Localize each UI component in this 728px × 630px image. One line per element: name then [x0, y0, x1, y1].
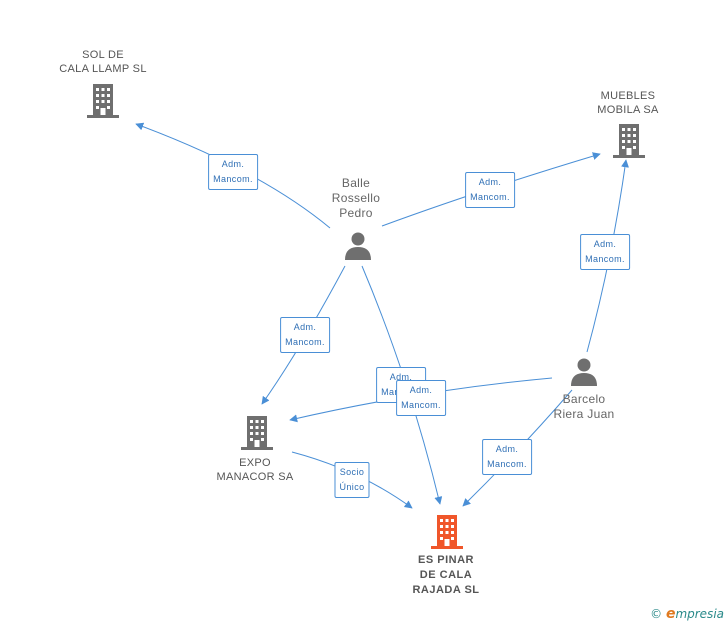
label-line: ES PINAR — [418, 554, 474, 566]
node-balle-rossello-label[interactable]: Balle Rossello Pedro — [332, 176, 380, 221]
edge-label-line: Mancom. — [487, 459, 527, 469]
edge-label-line: Mancom. — [213, 174, 253, 184]
person-icon — [571, 358, 597, 386]
edge-label-line: Adm. — [293, 322, 317, 332]
node-sol-de-cala-llamp-label[interactable]: SOL DE CALA LLAMP SL — [59, 48, 146, 76]
building-icon — [87, 84, 119, 118]
person-icon — [345, 232, 371, 260]
label-line: MUEBLES — [600, 90, 656, 102]
edge-label-barcelo-to-muebles[interactable]: Adm. Mancom. — [580, 234, 630, 270]
label-line: Pedro — [339, 206, 373, 220]
copyright-icon: © — [650, 607, 663, 621]
edge-label-barcelo-to-pinar[interactable]: Adm. Mancom. — [482, 439, 532, 475]
label-line: DE CALA — [419, 569, 473, 581]
edge-label-line: Mancom. — [470, 192, 510, 202]
label-line: MOBILA SA — [597, 104, 659, 116]
label-line: Balle — [341, 176, 371, 190]
node-barcelo-riera-label[interactable]: Barcelo Riera Juan — [553, 392, 614, 422]
edge-label-line: Único — [339, 482, 365, 492]
label-line: Rossello — [331, 191, 381, 205]
edge-label-line: Adm. — [495, 444, 519, 454]
building-icon — [613, 124, 645, 158]
node-es-pinar-label[interactable]: ES PINAR DE CALA RAJADA SL — [412, 553, 479, 598]
edge-label-line: Adm. — [221, 159, 245, 169]
edge-label-line: Socio — [339, 467, 365, 477]
label-line: Barcelo — [562, 392, 606, 406]
edge-label-balle-to-muebles[interactable]: Adm. Mancom. — [465, 172, 515, 208]
edge-label-line: Mancom. — [401, 400, 441, 410]
edge-label-line: Adm. — [593, 239, 617, 249]
edge-label-balle-to-sol[interactable]: Adm. Mancom. — [208, 154, 258, 190]
edge-label-line: Adm. — [389, 372, 413, 382]
node-muebles-mobila-label[interactable]: MUEBLES MOBILA SA — [597, 89, 658, 117]
edge-label-line: Mancom. — [585, 254, 625, 264]
label-line: Riera Juan — [553, 407, 615, 421]
label-line: SOL DE — [82, 49, 124, 61]
edge-label-line: Mancom. — [285, 337, 325, 347]
label-line: CALA LLAMP SL — [59, 63, 147, 75]
edge-label-expo-to-pinar[interactable]: Socio Único — [334, 462, 370, 498]
label-line: RAJADA SL — [412, 584, 480, 596]
building-icon — [241, 416, 273, 450]
brand-logo: empresia — [665, 606, 724, 622]
edge-label-barcelo-to-expo[interactable]: Adm. Mancom. — [396, 380, 446, 416]
edge-label-line: Adm. — [409, 385, 433, 395]
edge-label-line: Adm. — [478, 177, 502, 187]
node-expo-manacor-label[interactable]: EXPO MANACOR SA — [217, 456, 294, 484]
building-focus-icon — [431, 515, 463, 549]
label-line: EXPO — [239, 457, 271, 469]
empresia-footer[interactable]: © empresia — [650, 606, 724, 622]
edge-label-balle-to-expo[interactable]: Adm. Mancom. — [280, 317, 330, 353]
label-line: MANACOR SA — [216, 471, 294, 483]
